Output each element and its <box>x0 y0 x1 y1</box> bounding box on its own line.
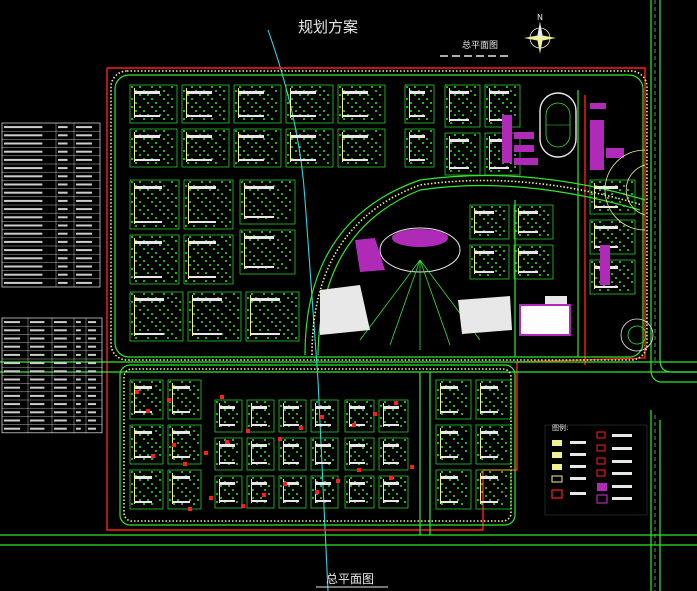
indicator-table <box>1 122 101 288</box>
north-compass-icon <box>524 22 556 54</box>
central-plaza <box>320 227 571 350</box>
drawing-title: 规划方案 <box>298 18 358 36</box>
compass-north-label: N <box>537 13 543 22</box>
residential-blocks-south <box>129 379 512 511</box>
sports-field <box>539 92 577 158</box>
legend-panel: 图例: <box>544 423 648 516</box>
legend-title: 图例: <box>552 423 568 432</box>
tree-rows <box>110 70 648 522</box>
svg-text:总平面图: 总平面图 <box>462 39 498 51</box>
east-semicircle-garden <box>604 149 654 352</box>
road-network <box>0 74 697 546</box>
plan-label-bottom: 总平面图 <box>326 572 374 586</box>
housing-table <box>1 317 103 434</box>
residential-blocks-north <box>129 84 435 342</box>
school-buildings <box>502 103 624 285</box>
site-boundary <box>106 67 646 531</box>
plan-label-top: 总平面图 <box>440 39 508 57</box>
residential-blocks-east <box>444 84 636 295</box>
